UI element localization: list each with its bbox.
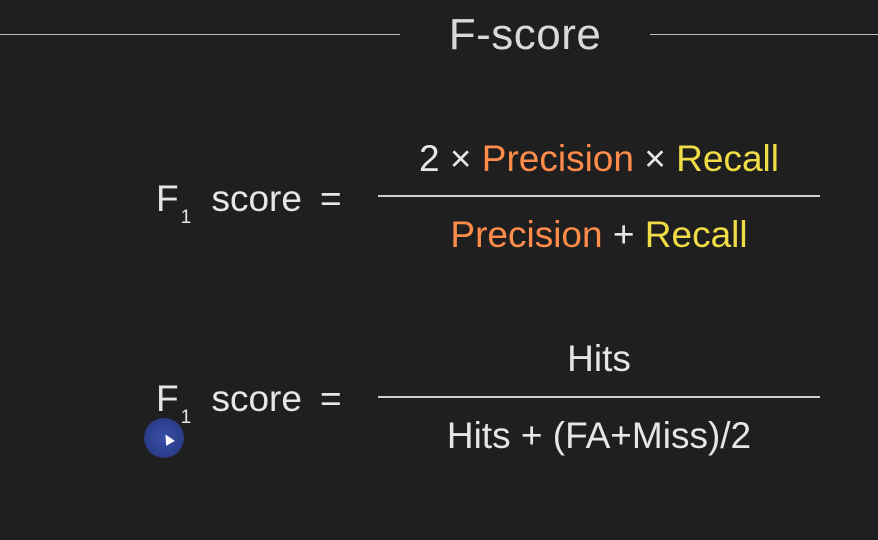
score-label: score (201, 378, 302, 419)
recall-term: Recall (644, 214, 748, 255)
recall-term: Recall (676, 138, 779, 179)
f-symbol: F (156, 178, 179, 219)
f-subscript: 1 (180, 207, 192, 228)
f-symbol: F (156, 378, 179, 419)
plus-operator: + (602, 214, 645, 255)
equals-sign: = (319, 178, 342, 219)
times-operator: × (633, 138, 677, 179)
f-subscript: 1 (180, 407, 192, 428)
precision-term: Precision (450, 214, 603, 255)
times-operator: × (439, 138, 482, 179)
mouse-pointer-icon (144, 418, 184, 458)
formula-1-denominator: Precision + Recall (378, 214, 820, 256)
formula-2-fraction-bar (378, 396, 820, 398)
slide-title: F-score (448, 10, 602, 59)
title-rule-right (650, 34, 878, 35)
formula-2-denominator: Hits + (FA+Miss)/2 (446, 415, 752, 456)
equals-sign: = (319, 378, 342, 419)
score-label: score (201, 178, 302, 219)
formula-1-fraction-bar (378, 195, 820, 197)
formula-2-numerator: Hits (567, 338, 631, 379)
numerator-two: 2 (419, 138, 440, 179)
precision-term: Precision (481, 138, 634, 179)
title-rule-left (0, 34, 400, 35)
formula-1-numerator: 2 × Precision × Recall (378, 138, 820, 180)
